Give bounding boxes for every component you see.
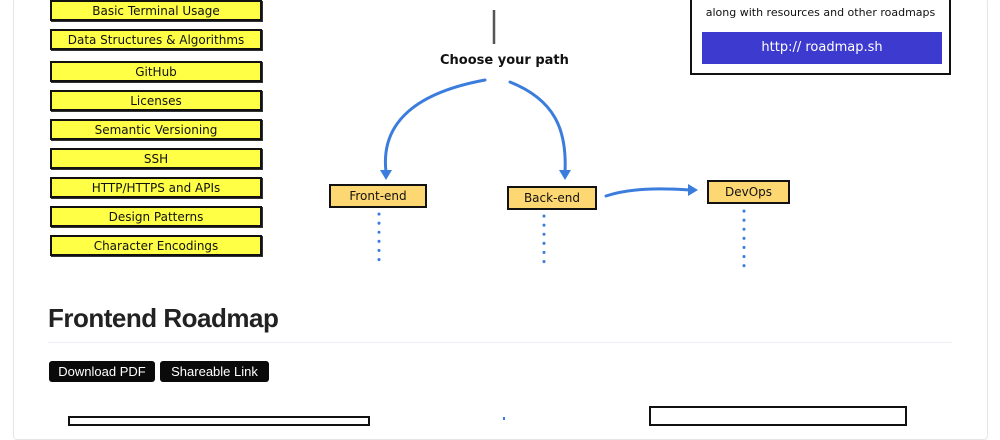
next-info-box: [649, 406, 907, 426]
choose-path-label: Choose your path: [440, 53, 569, 68]
topic-basic-terminal-usage[interactable]: Basic Terminal Usage: [50, 0, 262, 21]
topic-character-encodings[interactable]: Character Encodings: [50, 235, 262, 256]
page-title: Frontend Roadmap: [48, 303, 279, 333]
topic-http-apis[interactable]: HTTP/HTTPS and APIs: [50, 177, 262, 198]
node-backend[interactable]: Back-end: [507, 186, 597, 210]
node-frontend[interactable]: Front-end: [329, 184, 427, 208]
topic-data-structures[interactable]: Data Structures & Algorithms: [50, 29, 262, 50]
topic-github[interactable]: GitHub: [50, 61, 262, 82]
topic-ssh[interactable]: SSH: [50, 148, 262, 169]
topic-design-patterns[interactable]: Design Patterns: [50, 206, 262, 227]
arrowhead-icon: [380, 170, 392, 180]
info-text: along with resources and other roadmaps: [705, 6, 936, 19]
info-box: along with resources and other roadmaps …: [690, 0, 951, 75]
arrow-to-backend: [508, 80, 567, 174]
node-devops[interactable]: DevOps: [707, 180, 790, 204]
arrowhead-icon: [688, 184, 698, 196]
roadmap-link-button[interactable]: http:// roadmap.sh: [702, 32, 942, 64]
topic-licenses[interactable]: Licenses: [50, 90, 262, 111]
arrow-to-frontend: [383, 78, 487, 174]
arrow-to-devops: [604, 187, 692, 198]
arrowhead-icon: [559, 170, 571, 180]
download-pdf-button[interactable]: Download PDF: [49, 361, 155, 382]
divider: [48, 342, 952, 343]
diagram-connectors: [377, 10, 746, 420]
shareable-link-button[interactable]: Shareable Link: [160, 361, 269, 382]
next-roadmap-box: [68, 416, 370, 426]
topic-semantic-versioning[interactable]: Semantic Versioning: [50, 119, 262, 140]
